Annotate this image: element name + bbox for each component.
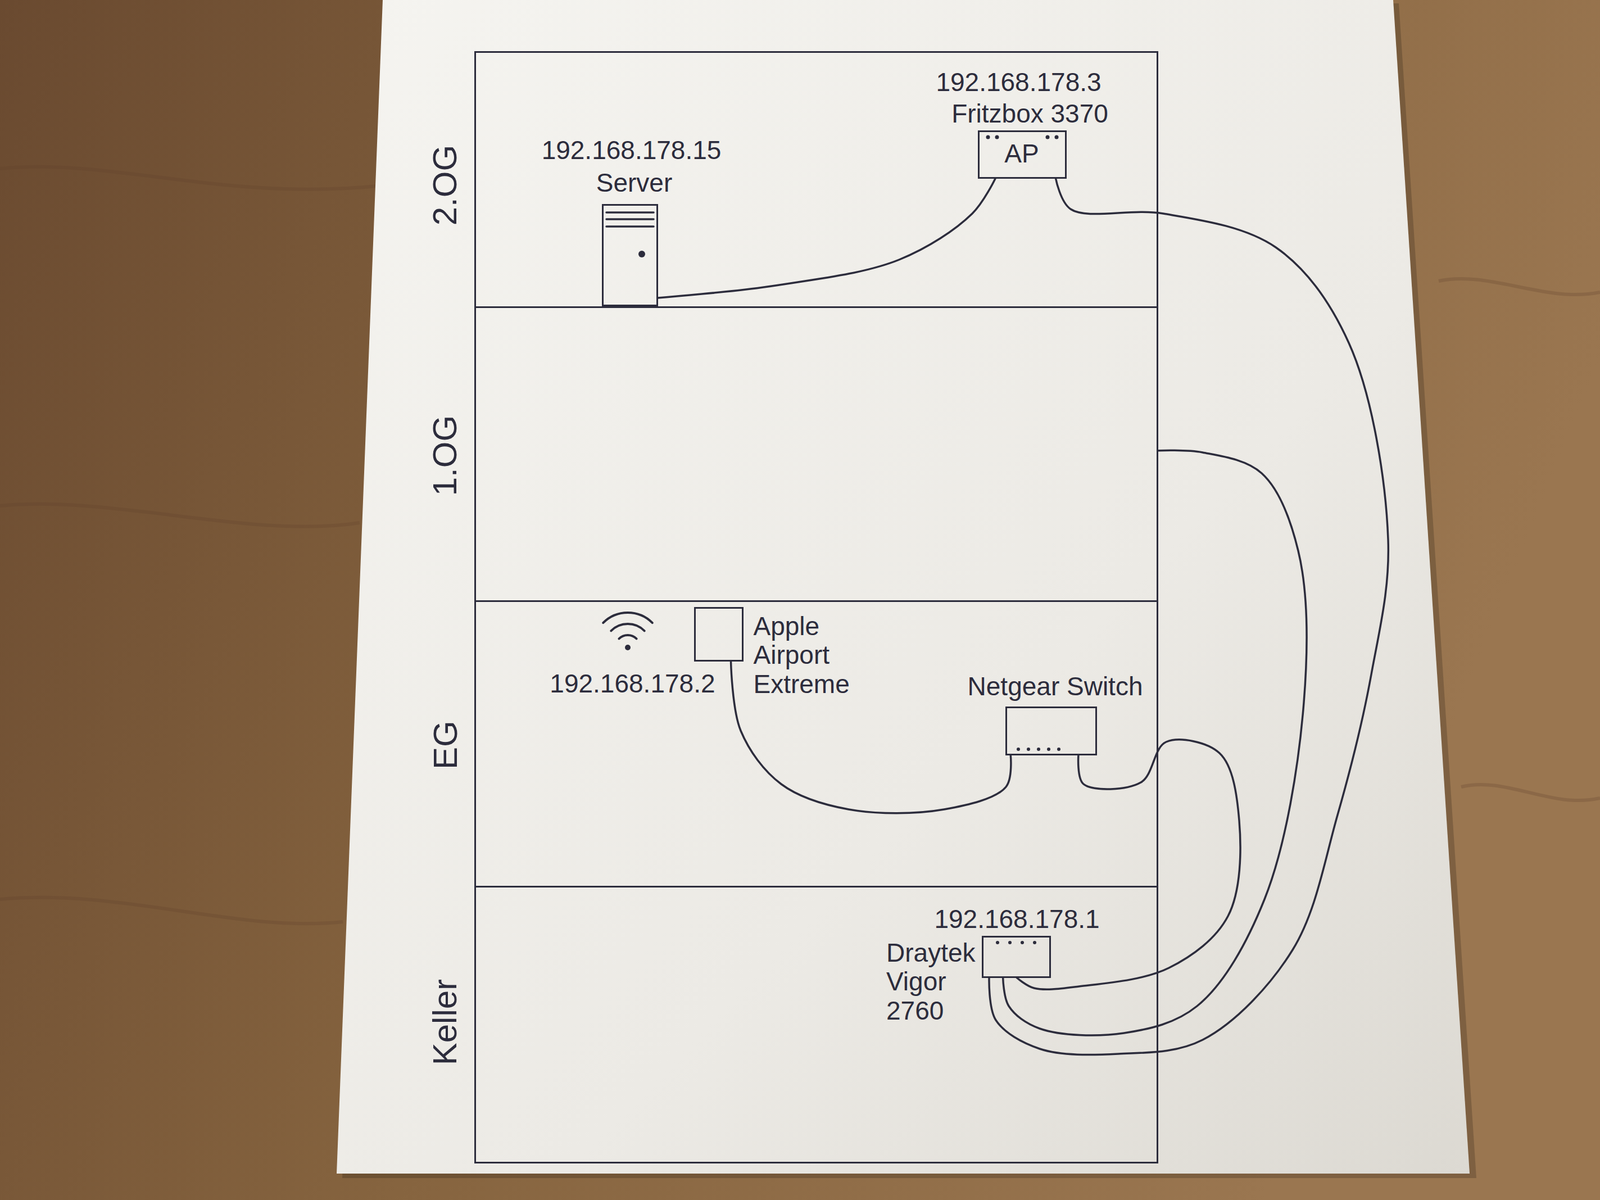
paper-sheet [336, 0, 1470, 1174]
wifi-arc [618, 635, 637, 639]
led-dot [1054, 135, 1059, 140]
network-cable [1003, 450, 1307, 1036]
led-dot [995, 940, 1000, 945]
port-dot [1026, 747, 1031, 751]
floor-band: 1.OG [474, 306, 1159, 602]
ip-address: 192.168.178.2 [549, 669, 715, 699]
floor-band: Apple Airport Extreme192.168.178.2Netgea… [474, 600, 1159, 888]
wood-grain [0, 504, 360, 527]
led-dot [1045, 135, 1050, 140]
floor-label: 2.OG [425, 144, 464, 226]
access-point-box: Apple Airport Extreme192.168.178.2 [694, 606, 744, 662]
port-dot [1057, 747, 1061, 751]
led-dot [1008, 940, 1012, 945]
switch-box: Netgear Switch [1005, 706, 1098, 756]
power-button [638, 250, 646, 258]
wood-grain [0, 897, 343, 924]
device-name: Apple Airport Extreme [753, 612, 850, 700]
router-box: 192.168.178.3Fritzbox 3370AP [977, 130, 1067, 179]
port-dot [1036, 747, 1041, 751]
server-tower: 192.168.178.15Server [601, 204, 659, 307]
device-details [606, 135, 1061, 945]
led-dot [986, 135, 991, 140]
floor-label: Keller [425, 978, 464, 1065]
wood-grain [1438, 278, 1600, 295]
ip-address: 192.168.178.15 [541, 136, 722, 166]
wifi-arc [603, 612, 653, 623]
wifi-symbol [603, 612, 653, 651]
led-dot [995, 135, 1000, 140]
drive-bay [606, 211, 654, 214]
device-name: Netgear Switch [967, 672, 1144, 702]
device-role: AP [1004, 139, 1039, 169]
ip-address: 192.168.178.1 [934, 904, 1100, 935]
floor-label: EG [425, 721, 464, 770]
led-dot [1032, 940, 1037, 945]
floor-band: 192.168.178.1Draytek Vigor 2760Keller [474, 885, 1159, 1164]
wifi-dot [624, 644, 631, 651]
drive-bay [606, 225, 654, 228]
floor-band: 192.168.178.3Fritzbox 3370AP192.168.178.… [474, 51, 1159, 308]
network-cable [658, 178, 996, 298]
wood-grain [0, 166, 383, 190]
router-box: 192.168.178.1Draytek Vigor 2760 [981, 935, 1051, 978]
drive-bay [606, 218, 654, 221]
floor-label: 1.OG [425, 415, 464, 496]
device-name: Draytek Vigor 2760 [886, 938, 976, 1026]
wood-grain [1461, 784, 1600, 801]
led-dot [1020, 940, 1024, 945]
device-name: Fritzbox 3370 [951, 99, 1109, 129]
port-dot [1046, 747, 1051, 751]
ip-address: 192.168.178.3 [935, 68, 1101, 98]
port-dot [1016, 747, 1021, 751]
wifi-arc [610, 623, 645, 631]
device-name: Server [596, 168, 673, 198]
